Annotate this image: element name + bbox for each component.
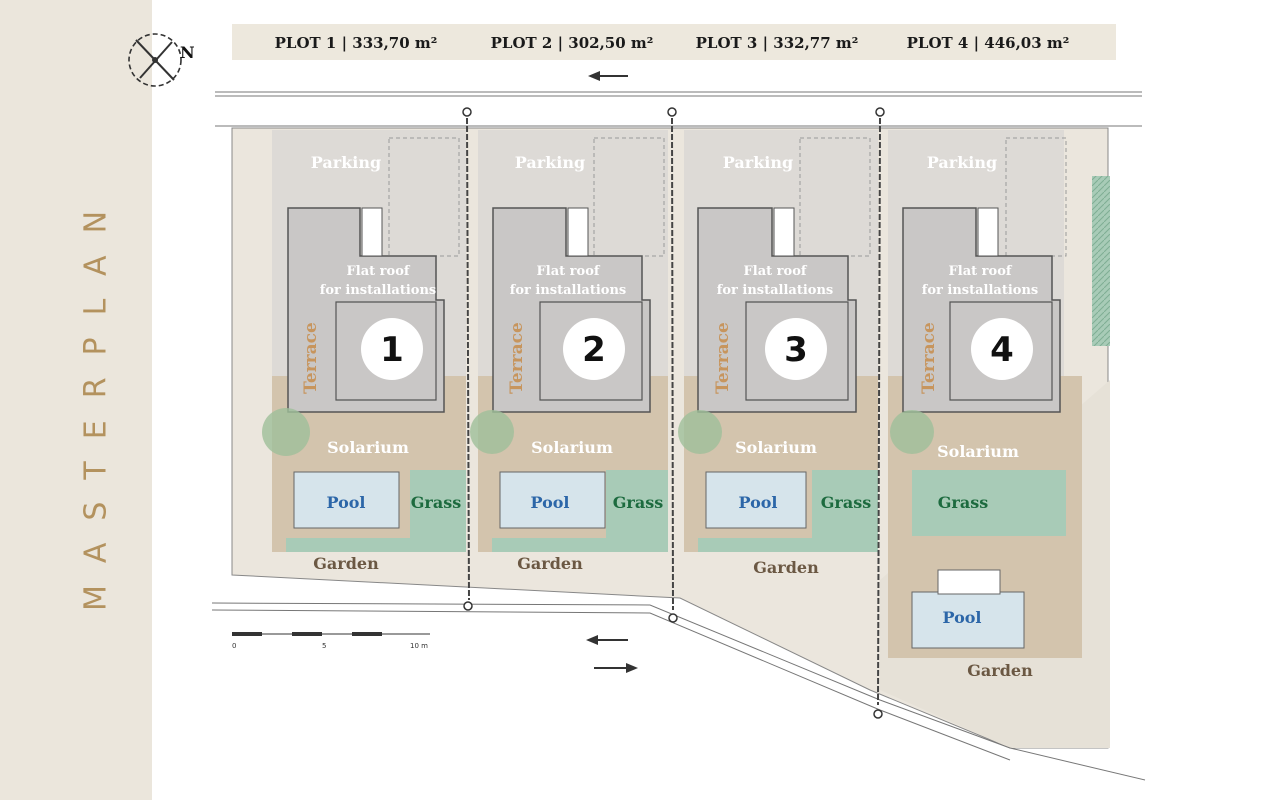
pool-label: Pool	[530, 493, 569, 512]
grass-label: Grass	[821, 493, 871, 512]
grass-label: Grass	[938, 493, 988, 512]
plot-number-1: 1	[380, 330, 404, 370]
plot-2	[478, 130, 668, 552]
tree-icon	[262, 408, 934, 456]
plot-label-4: PLOT 4 | 446,03 m²	[906, 34, 1070, 52]
flat-roof-label-2: for installations	[717, 283, 833, 298]
plot-number-2: 2	[582, 330, 606, 370]
terrace-label: Terrace	[507, 322, 527, 394]
plot-number-3: 3	[784, 330, 808, 370]
arrow-left-icon	[586, 635, 628, 645]
pool-label: Pool	[942, 608, 981, 627]
scale-tick-0: 0	[232, 642, 236, 650]
grass-label: Grass	[613, 493, 663, 512]
flat-roof-label: Flat roof	[949, 264, 1013, 279]
plot-label-3: PLOT 3 | 332,77 m²	[695, 34, 859, 52]
pool-label: Pool	[738, 493, 777, 512]
solarium-label: Solarium	[937, 442, 1019, 461]
terrace-label: Terrace	[919, 322, 939, 394]
compass-icon: N	[128, 33, 195, 87]
plot-banner	[232, 24, 1116, 60]
solarium-label: Solarium	[531, 438, 613, 457]
garden-label: Garden	[967, 661, 1033, 680]
flat-roof-label: Flat roof	[347, 264, 411, 279]
solarium-label: Solarium	[735, 438, 817, 457]
plot-label-1: PLOT 1 | 333,70 m²	[274, 34, 438, 52]
pool-label: Pool	[326, 493, 365, 512]
parking-label: Parking	[311, 153, 381, 172]
flat-roof-label-2: for installations	[922, 283, 1038, 298]
terrace-label: Terrace	[713, 322, 733, 394]
arrow-right-icon	[594, 663, 638, 673]
sidebar: MASTERPLAN	[0, 0, 152, 800]
flat-roof-label-2: for installations	[320, 283, 436, 298]
flat-roof-label: Flat roof	[537, 264, 601, 279]
scale-tick-10: 10 m	[410, 642, 428, 650]
plot-3	[684, 130, 878, 552]
scale-tick-5: 5	[322, 642, 326, 650]
flat-roof-label: Flat roof	[744, 264, 808, 279]
plot-label-2: PLOT 2 | 302,50 m²	[490, 34, 654, 52]
garden-label: Garden	[313, 554, 379, 573]
solarium-label: Solarium	[327, 438, 409, 457]
scale-bar: 0 5 10 m	[232, 632, 430, 650]
parking-label: Parking	[927, 153, 997, 172]
plot-1	[272, 130, 466, 552]
flat-roof-label-2: for installations	[510, 283, 626, 298]
parking-label: Parking	[723, 153, 793, 172]
parking-label: Parking	[515, 153, 585, 172]
garden-label: Garden	[753, 558, 819, 577]
grass-label: Grass	[411, 493, 461, 512]
plot-number-4: 4	[990, 330, 1014, 370]
compass-label: N	[180, 43, 195, 62]
arrow-left-icon	[588, 71, 628, 81]
garden-label: Garden	[517, 554, 583, 573]
terrace-label: Terrace	[301, 322, 321, 394]
